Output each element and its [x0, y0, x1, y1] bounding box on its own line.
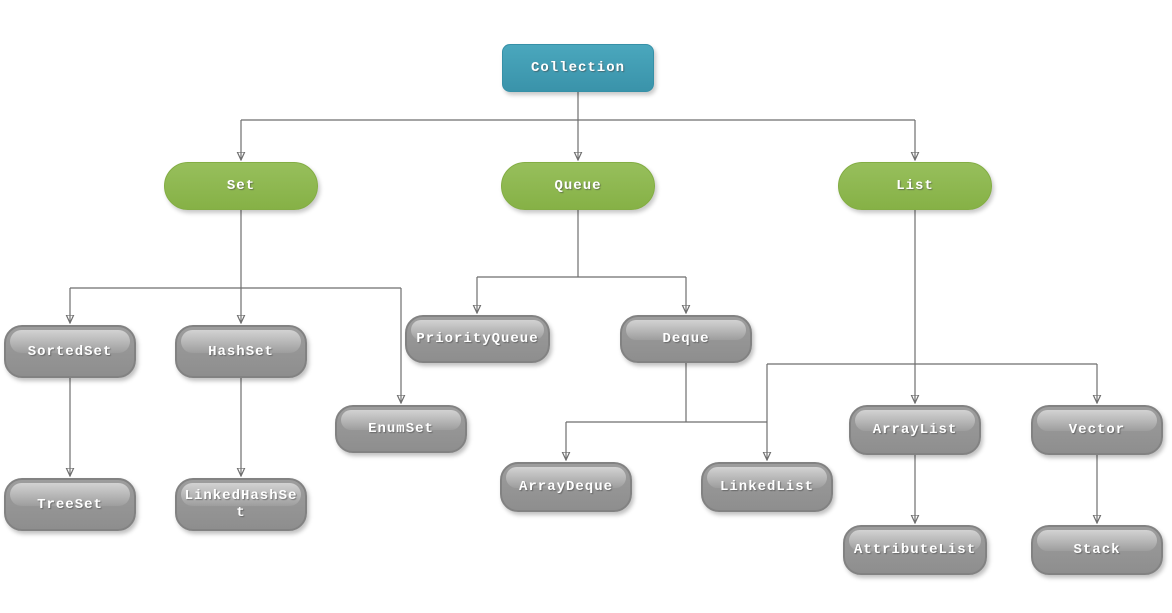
node-linkedlist: LinkedList [701, 462, 833, 512]
node-enumset: EnumSet [335, 405, 467, 453]
node-hashset: HashSet [175, 325, 307, 378]
node-sortedset-label: SortedSet [27, 343, 113, 360]
node-priorityqueue: PriorityQueue [405, 315, 550, 363]
node-arraylist: ArrayList [849, 405, 981, 455]
node-hashset-label: HashSet [208, 343, 274, 360]
node-linkedhashset: LinkedHashSet [175, 478, 307, 531]
node-deque-label: Deque [662, 331, 710, 347]
node-treeset: TreeSet [4, 478, 136, 531]
edge-set-rail [70, 210, 401, 289]
node-collection-label: Collection [530, 60, 625, 76]
node-queue-label: Queue [554, 178, 602, 194]
node-linkedhashset-label: LinkedHashSet [184, 487, 298, 521]
node-set: Set [164, 162, 318, 210]
node-arraylist-label: ArrayList [872, 422, 958, 438]
node-linkedlist-label: LinkedList [719, 479, 814, 495]
node-set-label: Set [226, 178, 256, 194]
node-collection: Collection [502, 44, 654, 92]
edge-list-rail [767, 210, 1097, 365]
node-arraydeque: ArrayDeque [500, 462, 632, 512]
edge-deque-rail [566, 363, 767, 423]
node-enumset-label: EnumSet [368, 421, 434, 437]
edge-collection-rail [241, 92, 915, 121]
node-attributelist: AttributeList [843, 525, 987, 575]
node-list: List [838, 162, 992, 210]
node-list-label: List [896, 178, 934, 194]
node-deque: Deque [620, 315, 752, 363]
node-attributelist-label: AttributeList [853, 542, 977, 558]
node-vector-label: Vector [1068, 422, 1126, 438]
node-treeset-label: TreeSet [37, 496, 103, 513]
node-queue: Queue [501, 162, 655, 210]
node-stack-label: Stack [1073, 542, 1121, 558]
node-sortedset: SortedSet [4, 325, 136, 378]
node-stack: Stack [1031, 525, 1163, 575]
edge-queue-rail [477, 210, 686, 278]
node-arraydeque-label: ArrayDeque [518, 479, 613, 495]
node-priorityqueue-label: PriorityQueue [416, 331, 539, 347]
node-vector: Vector [1031, 405, 1163, 455]
